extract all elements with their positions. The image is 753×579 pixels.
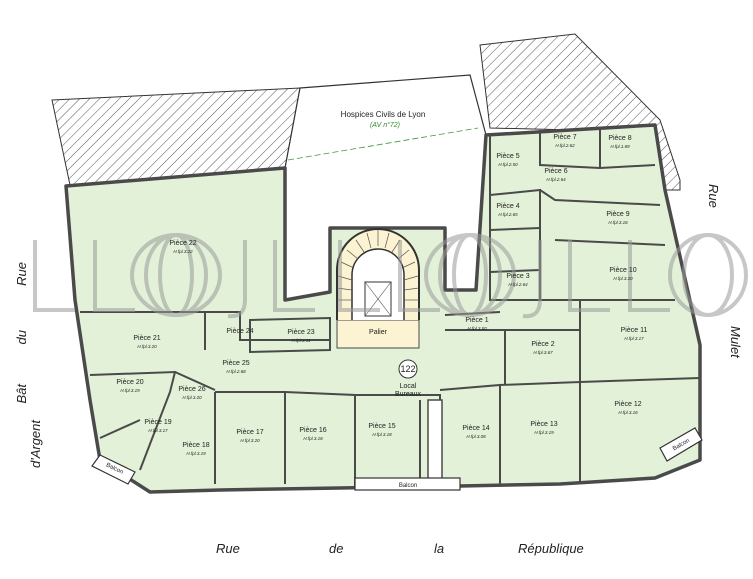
room-height-9: H.fpl.3.16 <box>608 220 628 225</box>
room-height-23: H.fpl.3.11 <box>292 338 311 343</box>
room-name-8: Pièce 8 <box>608 135 631 142</box>
room-name-25: Pièce 25 <box>222 360 249 367</box>
watermark-logo <box>33 233 748 319</box>
room-height-5: H.fpl.2.50 <box>498 162 518 167</box>
room-name-3: Pièce 3 <box>506 273 529 280</box>
room-height-17: H.fpl.3.20 <box>240 438 260 443</box>
street-left-word2: du <box>14 330 29 345</box>
room-name-18: Pièce 18 <box>182 442 209 449</box>
room-height-25: H.fpl.2.68 <box>226 369 246 374</box>
room-name-14: Pièce 14 <box>462 425 489 432</box>
local-number-circle <box>398 359 418 379</box>
street-left-word1: Rue <box>14 262 29 286</box>
room-name-9: Pièce 9 <box>606 211 629 218</box>
neighbour-name: Hospices Civils de Lyon <box>341 110 426 119</box>
balcony-label-bottom: Balcon <box>399 483 417 489</box>
courtyard-boundary <box>287 127 479 161</box>
local-line1: Local <box>400 383 417 390</box>
room-name-17: Pièce 17 <box>236 429 263 436</box>
room-name-4: Pièce 4 <box>496 203 519 210</box>
landing-label: Palier <box>369 329 388 336</box>
room-height-3: H.fpl.2.64 <box>508 282 528 287</box>
room-height-21: H.fpl.3.20 <box>137 344 157 349</box>
staircase <box>336 228 420 320</box>
local-line2: Bureaux <box>395 391 422 398</box>
room-height-22: H.fpl.3.22 <box>173 249 193 254</box>
room-height-11: H.fpl.3.17 <box>624 336 644 341</box>
room-name-21: Pièce 21 <box>133 335 160 342</box>
room-height-19: H.fpl.3.17 <box>148 428 168 433</box>
balconies <box>91 427 703 491</box>
neighbour-ref: (AV n°72) <box>370 121 400 129</box>
room-height-4: H.fpl.2.65 <box>498 212 518 217</box>
room-name-13: Pièce 13 <box>530 421 557 428</box>
street-bottom-word2: de <box>329 541 344 556</box>
room-height-16: H.fpl.3.18 <box>303 436 323 441</box>
room-height-6: H.fpl.2.64 <box>546 177 566 182</box>
room-name-6: Pièce 6 <box>544 168 567 175</box>
street-left-word4: d'Argent <box>28 420 43 469</box>
room-name-2: Pièce 2 <box>531 341 554 348</box>
room-height-8: H.fpl.1.89 <box>610 144 630 149</box>
room-name-22: Pièce 22 <box>169 240 196 247</box>
room-height-1: H.fpl.3.50 <box>467 326 487 331</box>
room-height-14: H.fpl.3.08 <box>466 434 486 439</box>
room-name-12: Pièce 12 <box>614 401 641 408</box>
street-right-word2: Mulet <box>728 326 743 358</box>
room-name-20: Pièce 20 <box>116 379 143 386</box>
room-height-13: H.fpl.3.19 <box>534 430 554 435</box>
room-height-12: H.fpl.3.16 <box>618 410 638 415</box>
room-name-24: Pièce 24 <box>226 328 253 335</box>
room-name-15: Pièce 15 <box>368 423 395 430</box>
room-name-11: Pièce 11 <box>621 327 648 334</box>
room-name-5: Pièce 5 <box>496 153 519 160</box>
room-height-15: H.fpl.3.18 <box>372 432 392 437</box>
street-bottom-word4: République <box>518 541 584 556</box>
room-height-18: H.fpl.3.19 <box>186 451 206 456</box>
landing-area <box>336 319 420 349</box>
street-left-word3: Bât <box>14 384 29 404</box>
room-height-26: H.fpl.3.20 <box>182 395 202 400</box>
room-name-19: Pièce 19 <box>144 419 171 426</box>
street-bottom-word1: Rue <box>216 541 240 556</box>
room-height-2: H.fpl.3.67 <box>533 350 553 355</box>
room-name-26: Pièce 26 <box>178 386 205 393</box>
room-name-23: Pièce 23 <box>287 329 314 336</box>
room-height-10: H.fpl.3.20 <box>613 276 633 281</box>
street-bottom-word3: la <box>434 541 445 556</box>
room-height-20: H.fpl.3.19 <box>120 388 140 393</box>
room-name-7: Pièce 7 <box>553 134 576 141</box>
street-right-word1: Rue <box>706 184 721 208</box>
room-name-16: Pièce 16 <box>299 427 326 434</box>
room-name-10: Pièce 10 <box>609 267 636 274</box>
local-number: 122 <box>400 364 415 374</box>
room-height-7: H.fpl.2.62 <box>555 143 575 148</box>
room-name-1: Pièce 1 <box>465 317 488 324</box>
neighbour-hatch-right <box>479 33 681 191</box>
